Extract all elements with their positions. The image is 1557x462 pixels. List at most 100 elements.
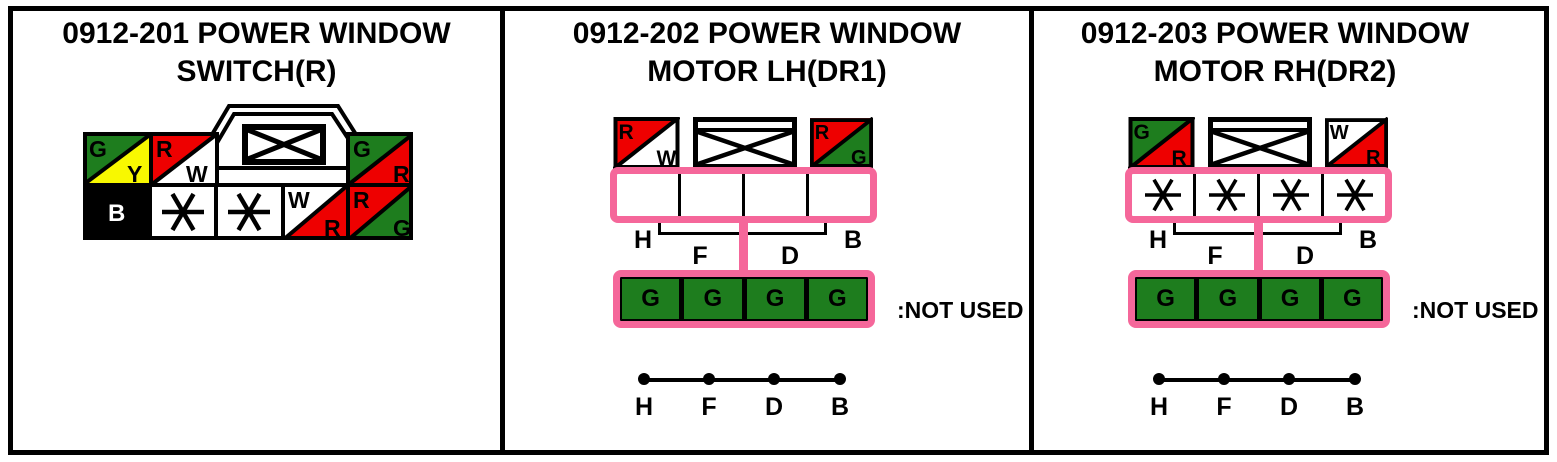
cell-rg-border (346, 183, 413, 240)
not-connected-asterisk-icon (1144, 178, 1181, 212)
cell-rw-letter1: R (156, 136, 173, 162)
panel1-title-line2: SWITCH(R) (176, 55, 337, 88)
wire-letter-1: W (1330, 122, 1349, 144)
pin-label-b: B (843, 226, 863, 254)
wire-letter-2: G (851, 147, 867, 169)
green-wire-cells: G G G G (1135, 277, 1383, 321)
not-connected-asterisk-icon (1336, 178, 1373, 212)
harness-label-f: F (1216, 393, 1232, 421)
cell-gy-letter1: G (89, 136, 107, 162)
panel2-title-line1: 0912-202 POWER WINDOW (572, 17, 962, 50)
green-cell: G (1137, 279, 1200, 319)
cell-gy-diagonal (83, 132, 153, 187)
wire-letter-2: W (657, 147, 677, 169)
terminal-dot (1218, 373, 1230, 385)
not-used-label: :NOT USED (1412, 297, 1539, 323)
pin-label-f: F (692, 242, 708, 270)
green-cell: G (684, 279, 747, 319)
diagonal-line (613, 117, 680, 169)
panel3-content: 0912-203 POWER WINDOW MOTOR RH(DR2) G R (1020, 11, 1539, 450)
pin-cell (1196, 174, 1260, 216)
harness-label-h: H (634, 393, 654, 421)
terminal-dot (703, 373, 715, 385)
pin-label-b: B (1358, 226, 1378, 254)
pin-cell (681, 174, 745, 216)
wire-letter-2: R (1366, 147, 1381, 169)
pin-cell (1260, 174, 1324, 216)
pin-label-h: H (633, 226, 653, 254)
green-cell: G (622, 279, 685, 319)
cell-gr-letter1: G (353, 136, 371, 162)
panel2-title-line2: MOTOR LH(DR1) (647, 55, 887, 88)
not-connected-asterisk-icon (162, 192, 204, 232)
wire-color-square-right: R G (810, 117, 873, 169)
terminal-dot (1153, 373, 1165, 385)
panel3-title-line2: MOTOR RH(DR2) (1153, 55, 1397, 88)
terminal-dot (1349, 373, 1361, 385)
triangle-bottom-right (810, 118, 873, 168)
connector-housing-inner-outline (212, 112, 357, 151)
diagonal-line (810, 117, 873, 169)
not-connected-asterisk-icon (1208, 178, 1245, 212)
harness-label-b: B (830, 393, 850, 421)
pin-label-d: D (1295, 242, 1315, 270)
connector-housing-outer-outline (205, 104, 364, 146)
cell-wr-diagonal (281, 183, 350, 240)
crossed-box-icon (693, 117, 797, 169)
pin-box (1125, 167, 1392, 223)
pin-cell (1324, 174, 1385, 216)
triangle-bottom-right (1325, 118, 1388, 168)
green-wire-box: G G G G (1128, 270, 1390, 328)
harness-line (1158, 378, 1355, 382)
cell-rg-diagonal (346, 183, 413, 240)
cell-gr-letter2: R (393, 161, 410, 187)
harness-label-b: B (1345, 393, 1365, 421)
pin-label-f: F (1207, 242, 1223, 270)
harness-label-d: D (764, 393, 784, 421)
wire-letter-1: R (815, 122, 830, 144)
cell-rg-letter1: R (353, 187, 370, 213)
panel2-content: 0912-202 POWER WINDOW MOTOR LH(DR1) R W (505, 11, 1029, 450)
cell-wr-letter2: R (324, 215, 341, 240)
square-border (810, 118, 873, 168)
pink-connector-link (739, 216, 748, 280)
panel-power-window-motor-lh: 0912-202 POWER WINDOW MOTOR LH(DR1) R W (500, 11, 1029, 450)
harness-label-d: D (1279, 393, 1299, 421)
diagonal-line (1128, 117, 1195, 169)
crossed-box-diagonal-2 (697, 129, 793, 167)
green-wire-box: G G G G (613, 270, 875, 328)
pin-box (610, 167, 877, 223)
panel3-title-line1: 0912-203 POWER WINDOW (1080, 17, 1470, 50)
green-cell: G (1323, 279, 1381, 319)
pink-connector-link (1254, 216, 1263, 280)
panel3-title: 0912-203 POWER WINDOW MOTOR RH(DR2) (1020, 11, 1530, 91)
pin-cell (617, 174, 681, 216)
diagram-frame: 0912-201 POWER WINDOW SWITCH(R) G Y R (8, 6, 1549, 455)
wire-letter-2: R (1172, 147, 1187, 169)
green-cell: G (746, 279, 809, 319)
wire-letter-1: G (1134, 121, 1150, 144)
harness-label-f: F (701, 393, 717, 421)
wire-color-square-right: W R (1325, 117, 1388, 169)
pin-label-d: D (780, 242, 800, 270)
square-border (1325, 118, 1388, 168)
harness-line (643, 378, 840, 382)
crossed-box-diagonal-2 (247, 127, 321, 162)
not-used-label: :NOT USED (897, 297, 1024, 323)
cell-b-letter: B (108, 200, 125, 227)
panel1-title: 0912-201 POWER WINDOW SWITCH(R) (13, 11, 500, 91)
diagonal-line (1325, 117, 1388, 169)
cell-rw-diagonal (149, 132, 219, 187)
not-connected-asterisk-icon (228, 192, 270, 232)
panel2-title: 0912-202 POWER WINDOW MOTOR LH(DR1) (505, 11, 1029, 91)
cell-wr-letter1: W (288, 187, 310, 213)
cell-rg-letter2: G (393, 215, 411, 240)
crossed-box-diagonal-2 (1212, 129, 1308, 167)
pin-cell (745, 174, 809, 216)
switch-connector-diagram: G Y R W G (83, 104, 413, 240)
green-wire-cells: G G G G (620, 277, 868, 321)
not-connected-asterisk-icon (1272, 178, 1309, 212)
panel-power-window-switch: 0912-201 POWER WINDOW SWITCH(R) G Y R (13, 11, 500, 450)
panel1-title-line1: 0912-201 POWER WINDOW (62, 17, 451, 50)
